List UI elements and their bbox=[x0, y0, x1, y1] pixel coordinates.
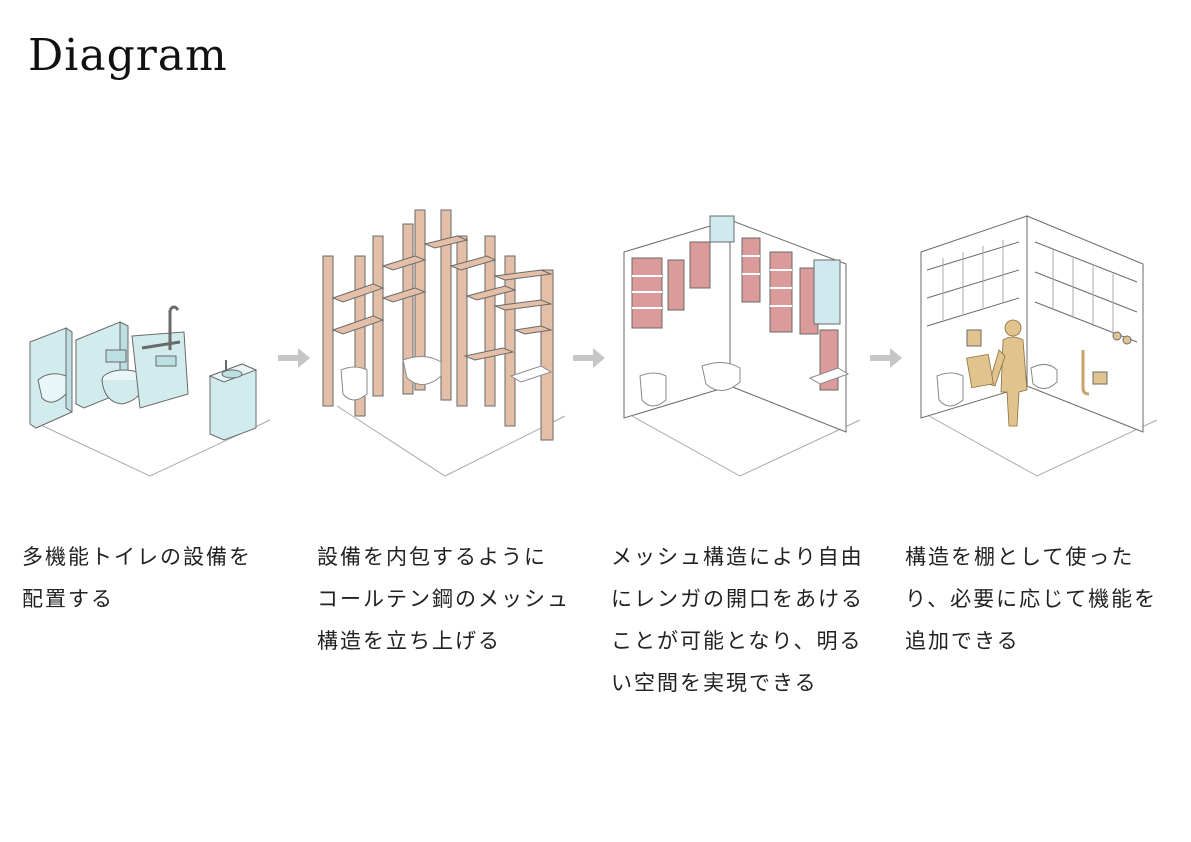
fixtures-outline-icon bbox=[936, 364, 1058, 407]
mesh-structure-icon bbox=[322, 209, 554, 441]
step-caption-3: メッシュ構造により自由 にレンガの開口をあける ことが可能となり、明る い空間を… bbox=[611, 545, 864, 695]
arrow-icon bbox=[278, 346, 312, 374]
fixtures-outline-icon bbox=[639, 362, 850, 407]
step-caption-1: 多機能トイレの設備を 配置する bbox=[22, 545, 252, 611]
fixtures-outline-icon bbox=[340, 356, 553, 401]
sink-icon bbox=[208, 360, 258, 441]
shelf-items-icon bbox=[966, 329, 1132, 396]
person-figure-icon bbox=[966, 319, 1028, 427]
page-title: Diagram bbox=[28, 30, 228, 81]
arrow-icon bbox=[573, 346, 607, 374]
grab-bar-icon bbox=[131, 305, 189, 409]
stage-3-brick bbox=[610, 180, 870, 490]
arrow-icon bbox=[870, 346, 904, 374]
stage-4-shelves bbox=[907, 180, 1177, 490]
stage-1-fixtures bbox=[20, 180, 280, 490]
stage-2-mesh bbox=[315, 180, 575, 490]
step-caption-2: 設備を内包するように コールテン鋼のメッシュ 構造を立ち上げる bbox=[317, 545, 570, 653]
toilet-icon bbox=[75, 321, 147, 409]
toilet-panel-icon bbox=[29, 327, 73, 429]
step-caption-4: 構造を棚として使った り、必要に応じて機能を 追加できる bbox=[905, 545, 1158, 653]
